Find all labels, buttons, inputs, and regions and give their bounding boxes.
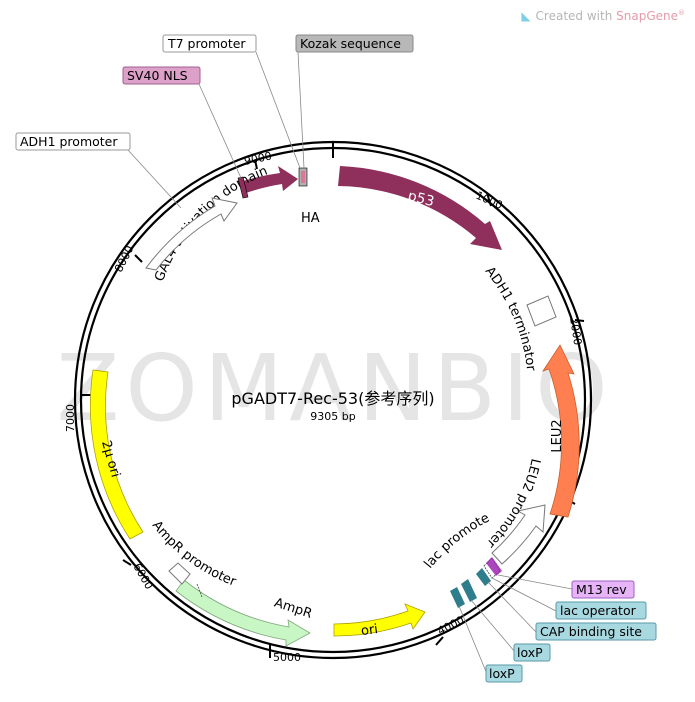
lac-region-markers xyxy=(476,557,502,586)
loxp-tag-1[interactable] xyxy=(513,643,551,662)
gal4-activation-domain-arrow[interactable] xyxy=(240,166,298,194)
t7-tag[interactable] xyxy=(162,34,257,53)
tick-1000 xyxy=(486,192,492,207)
snapgene-logo-icon: ◣ xyxy=(521,9,531,23)
ori-feature-arrow[interactable] xyxy=(333,603,426,637)
cap-leader xyxy=(487,581,537,633)
m13-tag-label: M13 rev xyxy=(576,582,627,597)
sv40-tag[interactable] xyxy=(122,66,201,85)
cap-tag[interactable] xyxy=(535,622,657,641)
sv40-nls-marker[interactable] xyxy=(237,176,249,199)
leu2-promoter-arrow[interactable] xyxy=(491,504,546,565)
loxp-tag-2[interactable] xyxy=(485,664,523,683)
cap-tag-label: CAP binding site xyxy=(540,624,642,639)
snapgene-credit: ◣ Created with SnapGene® xyxy=(521,9,685,23)
tick-label-5000: 5000 xyxy=(273,651,301,664)
adh1-terminator-box[interactable] xyxy=(526,295,557,327)
tick-label-1000: 1000 xyxy=(474,189,505,212)
tick-4000 xyxy=(435,636,444,646)
p53-feature-arrow[interactable] xyxy=(338,166,502,250)
adh1-promoter-tag[interactable] xyxy=(15,132,131,151)
ori-label: ori xyxy=(360,622,379,639)
lac-operator-leader xyxy=(491,577,557,612)
plasmid-length: 9305 bp xyxy=(310,410,355,423)
credit-prefix: Created with xyxy=(535,9,617,23)
kozak-tag-label: Kozak sequence xyxy=(300,36,401,51)
cap-binding-marker[interactable] xyxy=(476,568,491,586)
tick-label-9000: 9000 xyxy=(243,149,273,168)
ampr-feature-arrow[interactable] xyxy=(175,579,311,647)
callout-leaders xyxy=(127,51,573,675)
m13-leader xyxy=(497,574,573,590)
loxp-tag-1-label: loxP xyxy=(517,645,543,660)
tick-2000 xyxy=(574,319,585,322)
tick-label-4000: 4000 xyxy=(435,613,466,637)
m13-rev-marker[interactable] xyxy=(486,557,502,576)
credit-brand: SnapGene xyxy=(616,9,678,23)
sv40-tag-label: SV40 NLS xyxy=(127,68,188,83)
kozak-tag[interactable] xyxy=(295,34,414,53)
loxp1-leader xyxy=(470,599,516,653)
ha-marker[interactable] xyxy=(301,171,305,183)
ampr-boundary xyxy=(196,583,203,598)
leu2-label: LEU2 xyxy=(550,419,565,452)
callout-tags: T7 promoter Kozak sequence SV40 NLS ADH1… xyxy=(15,34,657,683)
p53-label: p53 xyxy=(406,188,436,210)
tick-label-7000: 7000 xyxy=(64,404,77,432)
adh1-promoter-arrow[interactable] xyxy=(145,197,238,271)
m13-tag[interactable] xyxy=(571,580,635,599)
tick-label-2000: 2000 xyxy=(567,316,584,346)
leu2-feature-arrow[interactable] xyxy=(542,344,580,518)
ampr-label: AmpR xyxy=(272,596,314,622)
tick-8000 xyxy=(134,254,143,263)
lac-operator-tag-label: lac operator xyxy=(560,603,637,618)
gal4-label: GAL4 activation domain xyxy=(152,164,269,284)
ha-label: HA xyxy=(301,211,320,226)
watermark-text: ZOMANBIO xyxy=(56,335,613,442)
loxp-marker-2[interactable] xyxy=(450,587,465,608)
adh1-promoter-leader xyxy=(127,149,182,209)
adh1-promoter-tag-label: ADH1 promoter xyxy=(20,134,118,149)
kozak-leader xyxy=(297,51,305,169)
lac-operator-tag[interactable] xyxy=(555,601,647,620)
two-mu-ori-feature-arrow[interactable] xyxy=(89,369,144,540)
tick-9000 xyxy=(254,159,258,170)
loxp2-leader xyxy=(458,605,488,675)
plasmid-name: pGADT7-Rec-53(参考序列) xyxy=(231,389,434,408)
sv40-leader xyxy=(198,83,242,179)
ampr-promoter-label: AmpR promoter xyxy=(149,518,239,590)
credit-mark: ® xyxy=(678,9,685,17)
loxp-tag-2-label: loxP xyxy=(489,666,515,681)
ampr-promoter-arrow[interactable] xyxy=(168,562,191,585)
tick-6000 xyxy=(122,559,132,566)
lac-promoter-label: lac promoter xyxy=(0,0,492,572)
t7-leader xyxy=(255,51,301,169)
t7-tag-label: T7 promoter xyxy=(167,36,246,51)
loxp-marker-1[interactable] xyxy=(461,579,477,602)
